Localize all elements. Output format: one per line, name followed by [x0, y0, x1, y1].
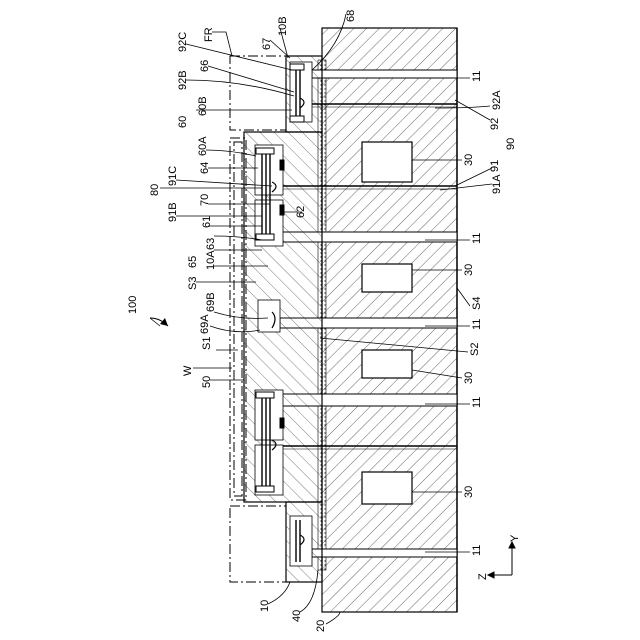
label-S2: S2 [469, 343, 481, 356]
label-Y: Y [509, 534, 521, 542]
label-69A: 69A [199, 314, 211, 334]
label-11-b: 11 [471, 233, 483, 244]
label-91A: 91A [491, 174, 503, 194]
label-91C: 91C [167, 166, 179, 186]
label-70: 70 [199, 194, 211, 206]
label-FR: FR [203, 27, 215, 42]
label-91B: 91B [167, 202, 179, 222]
label-11-a: 11 [471, 71, 483, 82]
label-91: 91 [489, 160, 501, 172]
cover-10 [244, 56, 322, 582]
label-11-d: 11 [471, 397, 483, 408]
label-10B: 10B [277, 16, 289, 36]
label-92: 92 [489, 118, 501, 130]
label-61: 61 [201, 216, 213, 228]
label-S3: S3 [187, 277, 199, 290]
label-50: 50 [201, 376, 213, 388]
label-64: 64 [199, 162, 211, 174]
label-92B: 92B [177, 70, 189, 90]
label-63: 63 [205, 238, 217, 250]
label-40: 40 [291, 610, 303, 622]
label-65: 65 [187, 256, 199, 268]
axis-indicator [488, 542, 515, 578]
label-10A: 10A [205, 250, 217, 270]
label-S1: S1 [201, 337, 213, 350]
label-Z: Z [477, 573, 489, 580]
label-W: W [182, 365, 194, 376]
label-69B: 69B [205, 292, 217, 312]
label-66: 66 [199, 60, 211, 72]
label-11-c: 11 [471, 319, 483, 330]
label-80: 80 [149, 184, 161, 196]
label-60A: 60A [197, 136, 209, 156]
label-60: 60 [177, 116, 189, 128]
label-92C: 92C [177, 32, 189, 52]
label-67: 67 [261, 38, 273, 50]
label-62: 62 [295, 206, 307, 218]
label-90: 90 [505, 138, 517, 150]
label-S4: S4 [471, 297, 483, 310]
label-30-c: 30 [463, 372, 475, 384]
label-30-d: 30 [463, 486, 475, 498]
label-92A: 92A [491, 90, 503, 110]
label-10: 10 [259, 600, 271, 612]
label-100: 100 [127, 296, 139, 314]
label-20: 20 [315, 620, 327, 632]
label-11-e: 11 [471, 545, 483, 556]
label-60B: 60B [197, 96, 209, 116]
label-30-b: 30 [463, 264, 475, 276]
label-68: 68 [345, 10, 357, 22]
label-30-a: 30 [463, 154, 475, 166]
